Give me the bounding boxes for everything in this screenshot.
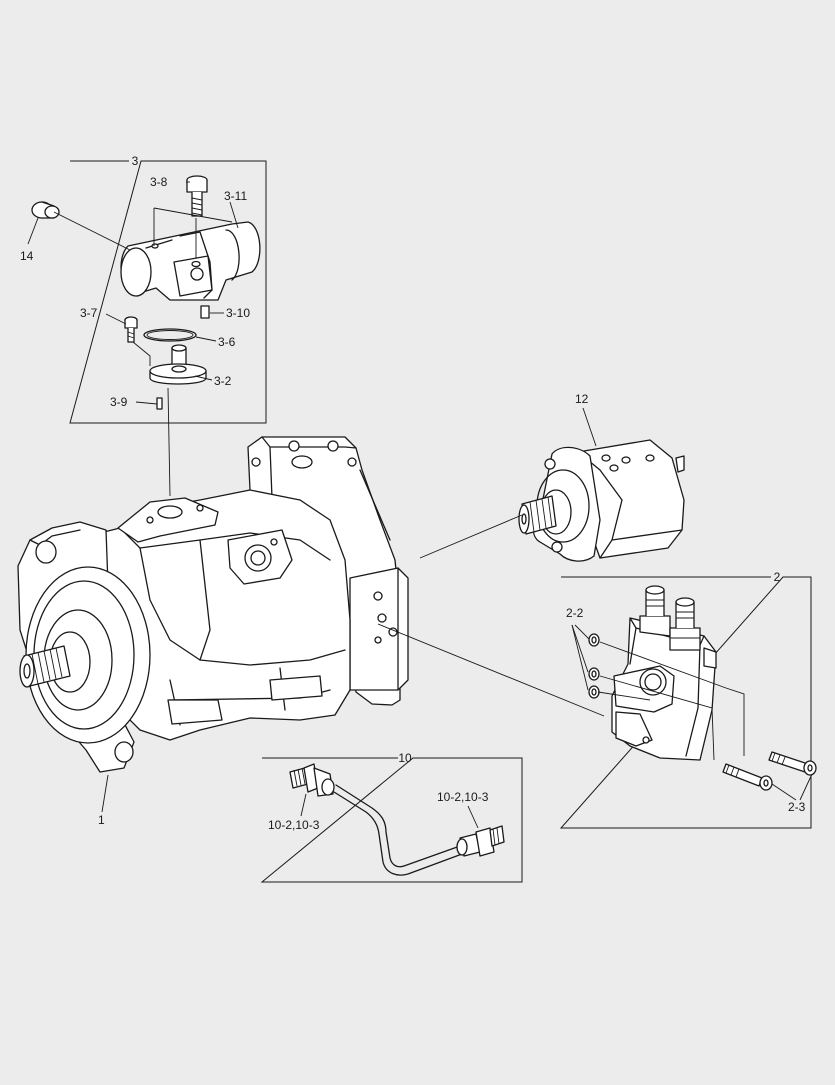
callout-3-6: 3-6 bbox=[218, 335, 236, 349]
callout-group-3: 3 bbox=[132, 154, 139, 168]
plug-3-10 bbox=[200, 305, 210, 319]
callout-3-10: 3-10 bbox=[226, 306, 250, 320]
callout-3-11: 3-11 bbox=[224, 189, 247, 203]
callout-1: 1 bbox=[98, 813, 105, 827]
callout-10-left: 10-2,10-3 bbox=[268, 818, 320, 832]
pipe-assembly bbox=[289, 763, 505, 876]
callout-10-right: 10-2,10-3 bbox=[437, 790, 489, 804]
main-pump bbox=[17, 436, 409, 773]
callout-3-8: 3-8 bbox=[150, 175, 168, 189]
group-box-3 bbox=[69, 160, 267, 424]
callout-labels: 3 3-8 3-11 14 3-10 3-7 3-6 3-2 3-9 12 2 … bbox=[20, 154, 806, 832]
valve-block bbox=[611, 585, 717, 761]
callout-group-10: 10 bbox=[398, 751, 412, 765]
control-valve bbox=[120, 221, 261, 301]
leader-lines bbox=[27, 181, 813, 829]
callout-3-7: 3-7 bbox=[80, 306, 98, 320]
callout-group-2: 2 bbox=[774, 570, 781, 584]
callout-2-2: 2-2 bbox=[566, 606, 584, 620]
screw-3-7 bbox=[124, 316, 138, 343]
callout-2-3: 2-3 bbox=[788, 800, 806, 814]
callout-14: 14 bbox=[20, 249, 34, 263]
o-ring-3-6 bbox=[143, 328, 197, 342]
piston-3-2 bbox=[149, 344, 207, 385]
callout-3-2: 3-2 bbox=[214, 374, 232, 388]
bolts-2-3 bbox=[722, 751, 817, 791]
o-rings-2-2 bbox=[588, 633, 600, 699]
group-box-10 bbox=[260, 757, 523, 883]
gear-pump bbox=[518, 439, 685, 562]
pin-3-9 bbox=[156, 397, 163, 410]
screw-3-8 bbox=[186, 175, 208, 217]
callout-12: 12 bbox=[575, 392, 589, 406]
callout-3-9: 3-9 bbox=[110, 395, 128, 409]
plug-14 bbox=[31, 201, 60, 219]
